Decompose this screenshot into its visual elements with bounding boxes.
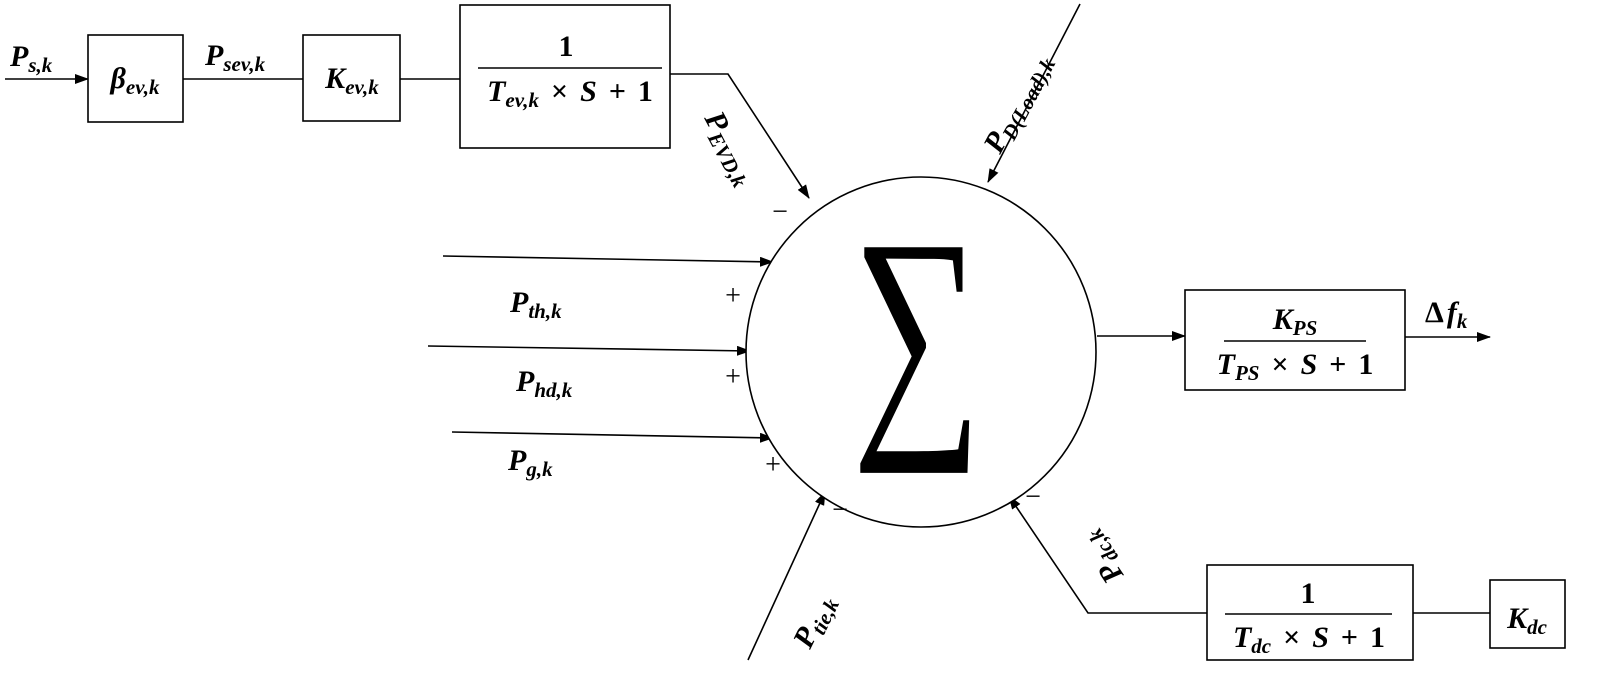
beta-symbol: β	[110, 62, 127, 95]
phd-subscript: hd,k	[534, 378, 572, 402]
ptie-sign: −	[832, 495, 848, 526]
phd-label: Phd,k	[515, 365, 573, 402]
psev-symbol: P	[204, 39, 224, 72]
kev-block	[302, 34, 401, 122]
pdc-label: Pdc,k	[1072, 524, 1134, 591]
tdc-transfer-block	[1206, 564, 1414, 661]
tev-denominator: Tev,k × S +1	[487, 75, 653, 112]
kps-den-s: S	[1301, 348, 1318, 381]
psev-label: Psev,k	[204, 39, 266, 76]
pdc-arrow	[1008, 495, 1207, 614]
ptie-arrow	[747, 491, 826, 661]
pth-subscript: th,k	[528, 299, 562, 323]
phd-arrow	[427, 345, 751, 356]
ptie-label: Ptie,k	[786, 589, 844, 656]
kps-den-one: 1	[1358, 348, 1373, 381]
tev-den-one: 1	[638, 75, 653, 108]
pevd-label: PEVD,k	[694, 105, 764, 192]
psev-subscript: sev,k	[222, 52, 265, 76]
pload-subscript: D(Load),k	[997, 53, 1061, 144]
pth-sign: +	[725, 281, 741, 312]
pth-arrow	[442, 255, 774, 267]
ps-label: Ps,k	[9, 40, 53, 77]
pevd-arrow	[670, 73, 810, 199]
pg-arrow	[451, 431, 774, 443]
kps-num-subscript: PS	[1292, 316, 1318, 340]
tev-den-symbol: T	[487, 75, 507, 108]
phd-symbol: P	[515, 365, 535, 398]
ps-symbol: P	[9, 40, 29, 73]
tev-den-times: ×	[551, 75, 568, 108]
pevd-subscript: EVD,k	[702, 127, 752, 192]
kev-symbol: K	[324, 62, 347, 95]
kps-den-symbol: T	[1217, 348, 1237, 381]
pdc-sign: −	[1025, 482, 1041, 513]
tev-numerator: 1	[559, 30, 574, 63]
pg-symbol: P	[507, 444, 527, 477]
tev-den-s: S	[580, 75, 597, 108]
tdc-den-subscript: dc	[1251, 634, 1272, 658]
pevd-sign: −	[772, 197, 788, 228]
kdc-subscript: dc	[1527, 615, 1548, 639]
tev-den-plus: +	[609, 75, 626, 108]
summing-junction	[745, 176, 1097, 528]
f-symbol: f	[1447, 296, 1460, 329]
kps-den-subscript: PS	[1234, 361, 1260, 385]
tdc-denominator: Tdc × S +1	[1233, 621, 1385, 658]
tdc-numerator: 1	[1301, 577, 1316, 610]
beta-block-label: βev,k	[110, 62, 160, 99]
pload-arrow	[987, 3, 1081, 183]
tev-transfer-block	[459, 4, 671, 149]
kdc-block	[1489, 579, 1566, 649]
tdc-den-one: 1	[1370, 621, 1385, 654]
tdc-den-symbol: T	[1233, 621, 1253, 654]
kps-den-times: ×	[1271, 348, 1288, 381]
phd-sign: +	[725, 362, 741, 393]
delta-symbol: Δ	[1425, 296, 1444, 329]
kps-transfer-block	[1184, 289, 1406, 391]
kps-numerator: KPS	[1272, 303, 1318, 340]
f-subscript: k	[1457, 309, 1468, 333]
kev-subscript: ev,k	[345, 75, 379, 99]
pth-symbol: P	[509, 286, 529, 319]
kps-denominator: TPS × S +1	[1217, 348, 1374, 385]
kev-block-label: Kev,k	[324, 62, 379, 99]
beta-ev-block	[87, 34, 184, 123]
pg-sign: +	[765, 450, 781, 481]
ps-subscript: s,k	[27, 53, 52, 77]
tdc-den-s: S	[1312, 621, 1329, 654]
tev-den-subscript: ev,k	[505, 88, 539, 112]
kps-num-symbol: K	[1272, 303, 1295, 336]
kps-den-plus: +	[1329, 348, 1346, 381]
tdc-den-times: ×	[1283, 621, 1300, 654]
pload-label: PD(Load),k	[977, 47, 1061, 161]
kdc-symbol: K	[1506, 602, 1529, 635]
kdc-block-label: Kdc	[1506, 602, 1548, 639]
sigma-symbol: ∑	[852, 186, 982, 474]
beta-subscript: ev,k	[126, 75, 160, 99]
pth-label: Pth,k	[509, 286, 562, 323]
pg-subscript: g,k	[525, 457, 553, 481]
tdc-den-plus: +	[1341, 621, 1358, 654]
pg-label: Pg,k	[507, 444, 553, 481]
